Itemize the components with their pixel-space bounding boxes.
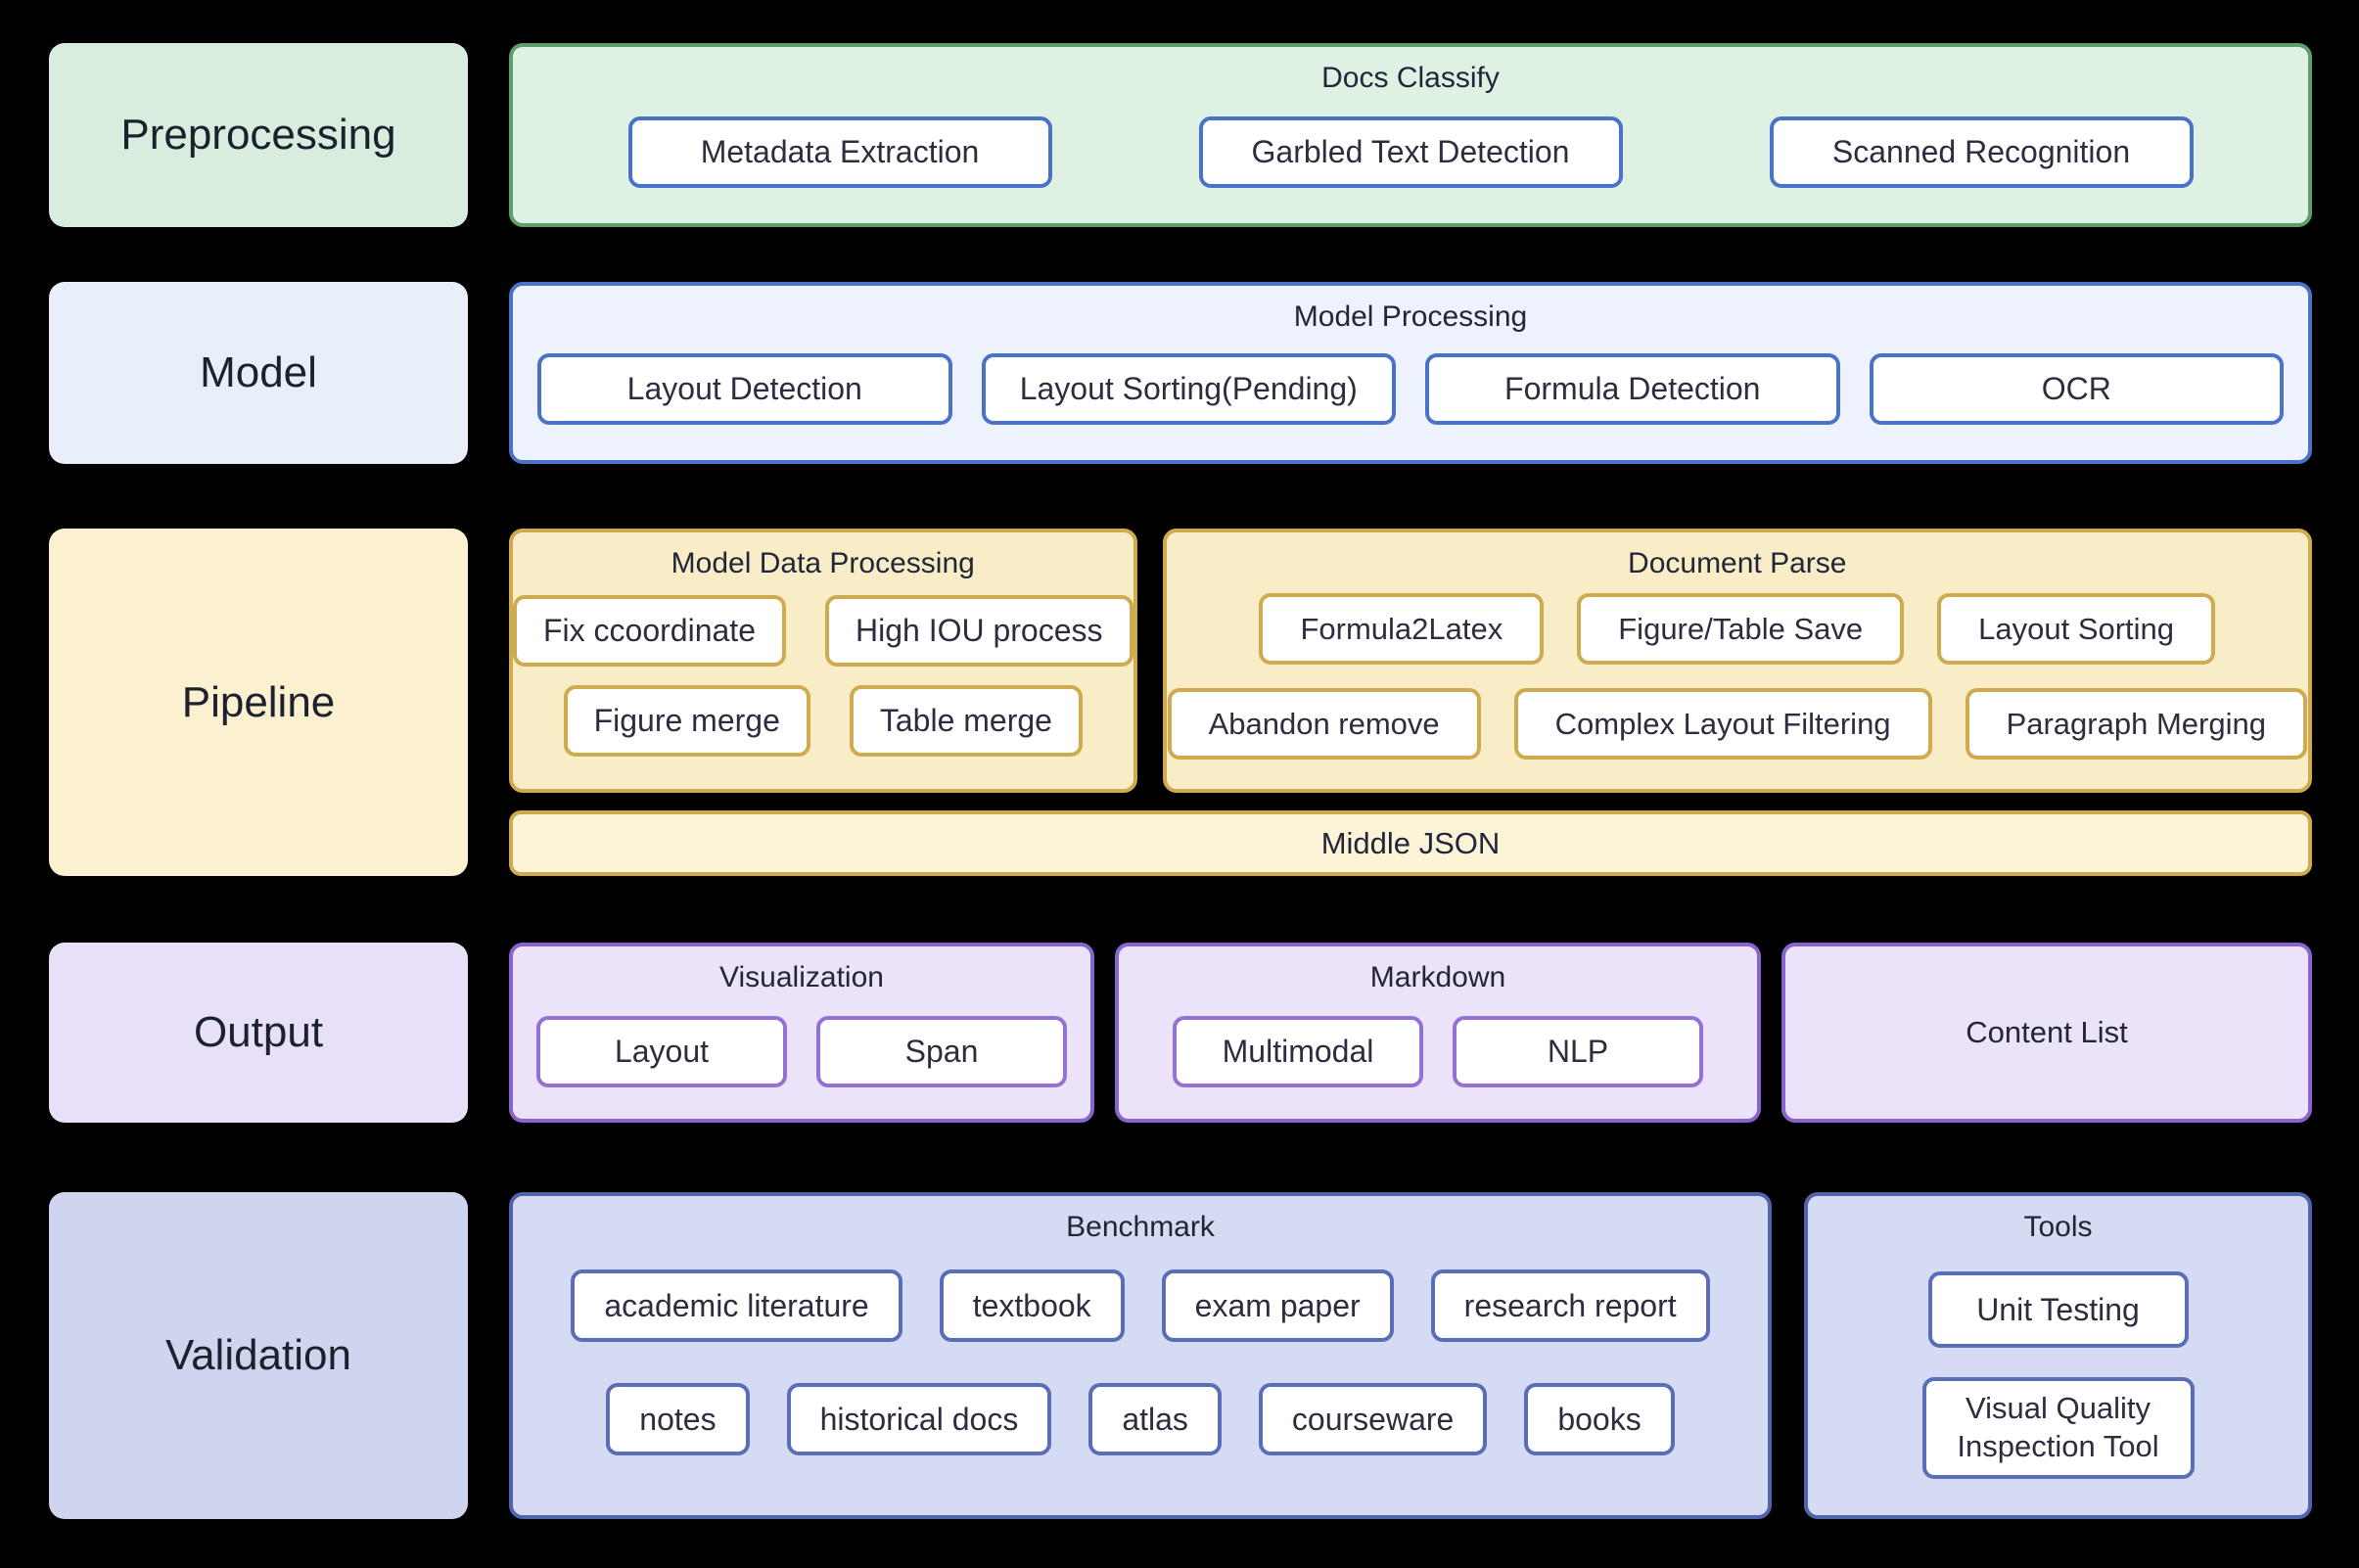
node-complex-layout-filtering: Complex Layout Filtering — [1513, 688, 1932, 760]
group-model-data-processing: Model Data Processing Fix ccoordinate Hi… — [509, 529, 1137, 793]
node-table-merge: Table merge — [849, 685, 1083, 757]
stage-label-validation: Validation — [49, 1192, 468, 1519]
group-title-content-list: Content List — [1966, 1015, 2128, 1049]
node-middle-json: Middle JSON — [509, 810, 2312, 876]
mdp-button-row-1: Fix ccoordinate High IOU process — [513, 595, 1133, 667]
node-layout-sorting-pending: Layout Sorting(Pending) — [981, 353, 1396, 425]
node-research-report: research report — [1430, 1269, 1710, 1342]
node-figure-table-save: Figure/Table Save — [1577, 593, 1905, 665]
group-document-parse: Document Parse Formula2Latex Figure/Tabl… — [1162, 529, 2312, 793]
model-processing-buttons: Layout Detection Layout Sorting(Pending)… — [513, 353, 2308, 425]
node-ocr: OCR — [1869, 353, 2284, 425]
node-visual-quality-inspection-tool: Visual Quality Inspection Tool — [1921, 1377, 2195, 1479]
node-multimodal: Multimodal — [1173, 1016, 1423, 1087]
node-courseware: courseware — [1258, 1383, 1488, 1455]
dp-button-row-1: Formula2Latex Figure/Table Save Layout S… — [1259, 593, 2216, 665]
group-title-model-data-processing: Model Data Processing — [671, 547, 975, 579]
node-unit-testing: Unit Testing — [1927, 1271, 2189, 1348]
node-garbled-text-detection: Garbled Text Detection — [1198, 116, 1623, 188]
group-content-list: Content List — [1781, 943, 2312, 1123]
group-title-benchmark: Benchmark — [1066, 1211, 1215, 1243]
node-layout: Layout — [536, 1016, 787, 1087]
stage-label-pipeline: Pipeline — [49, 529, 468, 876]
stage-label-preprocessing: Preprocessing — [49, 43, 468, 227]
node-atlas: atlas — [1088, 1383, 1222, 1455]
node-fix-ccoordinate: Fix ccoordinate — [513, 595, 786, 667]
node-formula-detection: Formula Detection — [1425, 353, 1840, 425]
node-scanned-recognition: Scanned Recognition — [1769, 116, 2194, 188]
benchmark-button-row-2: notes historical docs atlas courseware b… — [513, 1383, 1768, 1455]
group-title-document-parse: Document Parse — [1628, 547, 1847, 579]
node-exam-paper: exam paper — [1161, 1269, 1394, 1342]
mdp-button-row-2: Figure merge Table merge — [563, 685, 1083, 757]
group-title-visualization: Visualization — [719, 961, 884, 993]
dp-button-row-2: Abandon remove Complex Layout Filtering … — [1167, 688, 2307, 760]
benchmark-button-row-1: academic literature textbook exam paper … — [513, 1269, 1768, 1342]
row-model: Model Model Processing Layout Detection … — [49, 282, 2312, 464]
row-validation: Validation Benchmark academic literature… — [49, 1192, 2312, 1519]
node-layout-sorting: Layout Sorting — [1937, 593, 2216, 665]
node-layout-detection: Layout Detection — [537, 353, 952, 425]
visualization-buttons: Layout Span — [513, 1016, 1090, 1087]
node-textbook: textbook — [939, 1269, 1125, 1342]
group-benchmark: Benchmark academic literature textbook e… — [509, 1192, 1772, 1519]
node-abandon-remove: Abandon remove — [1167, 688, 1481, 760]
group-docs-classify: Docs Classify Metadata Extraction Garble… — [509, 43, 2312, 227]
node-notes: notes — [606, 1383, 750, 1455]
stage-label-model: Model — [49, 282, 468, 464]
node-figure-merge: Figure merge — [563, 685, 810, 757]
node-metadata-extraction: Metadata Extraction — [627, 116, 1052, 188]
node-paragraph-merging: Paragraph Merging — [1965, 688, 2307, 760]
node-high-iou-process: High IOU process — [824, 595, 1133, 667]
group-title-model-processing: Model Processing — [1293, 300, 1528, 333]
group-title-docs-classify: Docs Classify — [1321, 62, 1500, 94]
document-parse-buttons: Formula2Latex Figure/Table Save Layout S… — [1167, 593, 2308, 760]
node-nlp: NLP — [1453, 1016, 1703, 1087]
group-tools: Tools Unit Testing Visual Quality Inspec… — [1804, 1192, 2312, 1519]
group-title-tools: Tools — [2023, 1211, 2093, 1243]
node-span: Span — [816, 1016, 1067, 1087]
group-visualization: Visualization Layout Span — [509, 943, 1094, 1123]
model-data-processing-buttons: Fix ccoordinate High IOU process Figure … — [513, 595, 1133, 757]
group-title-markdown: Markdown — [1369, 961, 1506, 993]
node-books: books — [1524, 1383, 1675, 1455]
tools-buttons: Unit Testing Visual Quality Inspection T… — [1808, 1271, 2308, 1479]
pipeline-groups: Model Data Processing Fix ccoordinate Hi… — [509, 529, 2312, 793]
docs-classify-buttons: Metadata Extraction Garbled Text Detecti… — [513, 116, 2308, 188]
stage-label-output: Output — [49, 943, 468, 1123]
node-academic-literature: academic literature — [571, 1269, 902, 1342]
markdown-buttons: Multimodal NLP — [1119, 1016, 1757, 1087]
group-model-processing: Model Processing Layout Detection Layout… — [509, 282, 2312, 464]
node-formula2latex: Formula2Latex — [1259, 593, 1545, 665]
group-markdown: Markdown Multimodal NLP — [1115, 943, 1761, 1123]
row-pipeline: Pipeline Model Data Processing Fix ccoor… — [49, 529, 2312, 876]
row-preprocessing: Preprocessing Docs Classify Metadata Ext… — [49, 43, 2312, 227]
row-output: Output Visualization Layout Span Markdow… — [49, 943, 2312, 1123]
node-historical-docs: historical docs — [786, 1383, 1052, 1455]
